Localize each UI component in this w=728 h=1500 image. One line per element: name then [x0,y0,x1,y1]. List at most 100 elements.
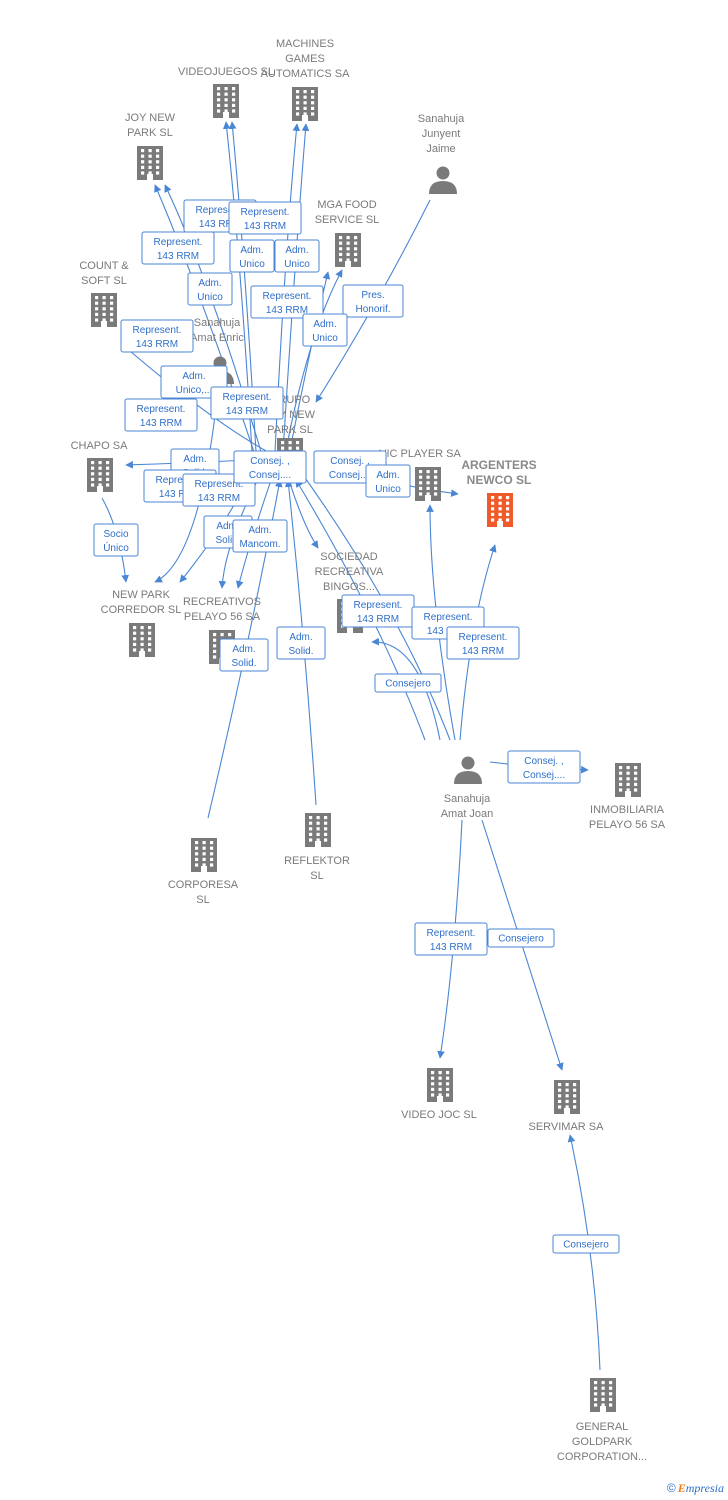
relation-text: 143 RRM [357,614,399,625]
relation-label[interactable]: Consejero [374,673,442,693]
node-servimar[interactable]: SERVIMAR SA [529,1080,605,1133]
relation-label[interactable]: Represent.143 RRM [414,922,488,956]
node-videojuegos[interactable]: VIDEOJUEGOS SL [178,66,274,118]
person-icon [429,166,457,194]
relation-text: Represent. [223,392,272,403]
relation-label[interactable]: Represent.143 RRM [120,319,194,353]
building-icon [487,493,513,527]
relation-text: Consejero [563,1240,609,1251]
node-label: SERVIMAR SA [529,1121,605,1133]
building-icon [590,1378,616,1412]
relation-text: Adm. [313,319,336,330]
building-icon [87,458,113,492]
relation-text: 143 RRM [199,219,241,230]
relation-text: 143 RRM [462,646,504,657]
building-icon [213,84,239,118]
relation-label[interactable]: Adm. Unico [187,272,233,306]
relation-text: 143 RRM [140,418,182,429]
relation-label[interactable]: Adm.Unico [365,464,411,498]
copyright-symbol: © [666,1481,676,1495]
relation-text: Consej.... [249,470,291,481]
relation-text: 143 RRM [226,406,268,417]
relation-text: Honorif. [355,304,390,315]
relation-text: Represent. [195,479,244,490]
relation-text: Adm. [240,245,263,256]
building-icon [305,813,331,847]
relation-label[interactable]: Represent. 143 RRM [446,626,520,660]
relation-text: Unico [197,292,223,303]
node-vicplayer[interactable]: VIC PLAYER SA [379,448,462,501]
relation-text: Pres. [361,290,384,301]
relation-label[interactable]: Pres. Honorif. [342,284,404,318]
building-icon [335,233,361,267]
relation-label[interactable]: Represent.143 RRM [228,201,302,235]
relation-label[interactable]: Adm.Unico [274,239,320,273]
node-countsoft[interactable]: COUNT &SOFT SL [79,260,129,327]
building-icon [137,146,163,180]
relation-text: Represent. [154,237,203,248]
node-label: CHAPO SA [71,440,129,452]
relation-label[interactable]: Represent. 143 RRM [210,386,284,420]
node-chapo[interactable]: CHAPO SA [71,440,129,492]
relation-text: Represent. [241,207,290,218]
relation-text: Consej.... [523,770,565,781]
relation-label[interactable]: Adm.Mancom. [232,519,288,553]
relation-label[interactable]: Represent.143 RRM [341,594,415,628]
relation-text: Represent. [133,325,182,336]
relation-label[interactable]: Adm.Unico [302,313,348,347]
relation-text: Represent. [427,928,476,939]
relation-text: Adm. [198,278,221,289]
building-icon [415,467,441,501]
empresia-watermark[interactable]: ©Empresia [667,1481,724,1496]
relation-text: Consej. , [250,456,289,467]
node-label: VIDEOJUEGOS SL [178,66,274,78]
relation-text: Consej. , [524,756,563,767]
relation-text: Unico [284,259,310,270]
relation-label[interactable]: Consejero [552,1234,620,1254]
relation-text: 143 RRM [157,251,199,262]
relation-text: Solid. [215,535,240,546]
node-videojoc[interactable]: VIDEO JOC SL [401,1068,477,1121]
relation-edge [154,389,219,583]
relation-text: Unico [239,259,265,270]
building-icon [91,293,117,327]
relation-label[interactable]: Represent.143 RRM [250,285,324,319]
relation-text: Adm. [376,470,399,481]
relation-text: Represent. [459,632,508,643]
relation-label[interactable]: Adm.Solid. [219,638,269,672]
relation-label[interactable]: Adm. Unico [229,239,275,273]
relation-edge [371,637,441,741]
relation-label[interactable]: Represent.143 RRM [124,398,198,432]
relation-text: Adm. [183,454,206,465]
node-label: VIDEO JOC SL [401,1109,477,1121]
relation-text: Adm. [248,525,271,536]
building-icon [292,87,318,121]
relation-label[interactable]: Adm.Solid. [276,626,326,660]
building-icon [554,1080,580,1114]
relation-label[interactable]: Consejero [487,928,555,948]
relation-label[interactable]: Consej. , Consej.... [233,450,307,484]
relation-label[interactable]: Consej. , Consej.... [507,750,581,784]
node-label: VIC PLAYER SA [379,448,461,460]
relation-label[interactable]: Represent. 143 RRM [141,231,215,265]
